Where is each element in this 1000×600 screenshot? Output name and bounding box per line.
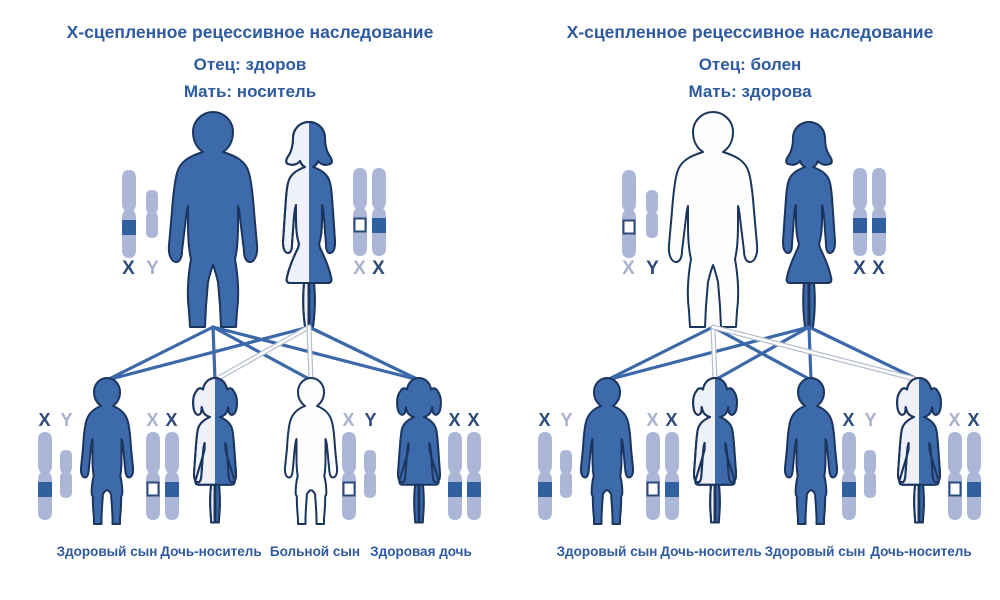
mother-status: Мать: здорова bbox=[688, 82, 812, 101]
child-label: Дочь-носитель bbox=[660, 544, 761, 559]
karyotype-letter: Y bbox=[646, 258, 660, 279]
inheritance-line bbox=[605, 325, 811, 382]
child-3-karyotype: X Y bbox=[342, 410, 377, 520]
inheritance-line-mutant bbox=[212, 324, 312, 383]
karyotype-letter: X bbox=[622, 258, 636, 279]
father-karyotype: X Y bbox=[122, 170, 160, 279]
mother-status: Мать: носитель bbox=[184, 82, 316, 101]
inheritance-line bbox=[105, 325, 215, 382]
karyotype-letter: X bbox=[467, 410, 480, 430]
karyotype-letter: X bbox=[853, 258, 867, 279]
inheritance-line-mutant bbox=[710, 324, 922, 383]
mother-figure bbox=[782, 121, 836, 328]
x-chromosome-normal-band bbox=[372, 218, 386, 233]
child-label: Дочь-носитель bbox=[160, 544, 261, 559]
x-chromosome-normal-band bbox=[665, 482, 679, 497]
child-2-figure bbox=[192, 377, 238, 524]
karyotype-letter: X bbox=[146, 410, 159, 430]
mother-karyotype: X X bbox=[853, 168, 886, 279]
father-karyotype: X Y bbox=[622, 170, 660, 279]
x-chromosome-mutant-band bbox=[646, 481, 660, 497]
child-1-figure bbox=[79, 377, 135, 525]
karyotype-letter: X bbox=[372, 258, 386, 279]
child-3-figure bbox=[283, 377, 339, 525]
x-chromosome-normal-band bbox=[842, 482, 856, 497]
father-figure bbox=[667, 111, 759, 328]
karyotype-letter: X bbox=[448, 410, 461, 430]
x-chromosome-normal-band bbox=[122, 220, 136, 235]
child-4-karyotype: X X bbox=[948, 410, 981, 520]
father-status: Отец: здоров bbox=[194, 55, 307, 74]
child-label: Больной сын bbox=[270, 544, 360, 559]
child-1-figure bbox=[579, 377, 635, 525]
karyotype-letter: Y bbox=[864, 410, 877, 430]
child-label: Здоровый сын bbox=[57, 544, 158, 559]
child-2-karyotype: X X bbox=[646, 410, 679, 520]
child-label: Здоровый сын bbox=[765, 544, 866, 559]
x-chromosome-mutant-band bbox=[353, 217, 367, 233]
x-chromosome-mutant-band bbox=[622, 219, 636, 235]
karyotype-letter: Y bbox=[60, 410, 73, 430]
karyotype-letter: X bbox=[665, 410, 678, 430]
karyotype-letter: X bbox=[165, 410, 178, 430]
karyotype-letter: X bbox=[342, 410, 355, 430]
child-label: Дочь-носитель bbox=[870, 544, 971, 559]
x-chromosome-normal-band bbox=[538, 482, 552, 497]
x-chromosome-mutant-band bbox=[342, 481, 356, 497]
x-chromosome-normal-band bbox=[165, 482, 179, 497]
panel-title: Х-сцепленное рецессивное наследование bbox=[567, 22, 934, 42]
karyotype-letter: X bbox=[948, 410, 961, 430]
panel-title: Х-сцепленное рецессивное наследование bbox=[67, 22, 434, 42]
child-4-figure bbox=[396, 377, 442, 524]
child-1-karyotype: X Y bbox=[38, 410, 73, 520]
father-status: Отец: болен bbox=[699, 55, 802, 74]
karyotype-letter: X bbox=[842, 410, 855, 430]
inheritance-line bbox=[605, 325, 715, 382]
child-4-karyotype: X X bbox=[448, 410, 481, 520]
panel-father-healthy-mother-carrier: Х-сцепленное рецессивное наследование От… bbox=[38, 22, 481, 559]
x-chromosome-normal-band bbox=[967, 482, 981, 497]
mother-figure bbox=[282, 121, 336, 328]
inheritance-line bbox=[105, 325, 311, 382]
x-chromosome-mutant-band bbox=[146, 481, 160, 497]
child-label: Здоровый сын bbox=[557, 544, 658, 559]
child-label: Здоровая дочь bbox=[370, 544, 472, 559]
karyotype-letter: Y bbox=[146, 258, 160, 279]
child-2-figure bbox=[692, 377, 738, 524]
inheritance-line-mutant bbox=[306, 324, 314, 383]
karyotype-letter: X bbox=[38, 410, 51, 430]
child-3-figure bbox=[783, 377, 839, 525]
x-chromosome-normal-band bbox=[38, 482, 52, 497]
karyotype-letter: Y bbox=[364, 410, 377, 430]
karyotype-letter: X bbox=[967, 410, 980, 430]
inheritance-line-mutant bbox=[710, 324, 718, 383]
father-figure bbox=[167, 111, 259, 328]
child-1-karyotype: X Y bbox=[538, 410, 573, 520]
karyotype-letter: X bbox=[646, 410, 659, 430]
child-2-karyotype: X X bbox=[146, 410, 179, 520]
mother-karyotype: X X bbox=[353, 168, 386, 279]
inheritance-line bbox=[807, 325, 921, 382]
inheritance-line bbox=[211, 325, 421, 382]
inheritance-lines bbox=[605, 324, 922, 383]
karyotype-letter: X bbox=[872, 258, 886, 279]
x-chromosome-normal-band bbox=[872, 218, 886, 233]
panel-father-affected-mother-healthy: Х-сцепленное рецессивное наследование От… bbox=[538, 22, 981, 559]
x-chromosome-normal-band bbox=[853, 218, 867, 233]
x-chromosome-mutant-band bbox=[948, 481, 962, 497]
child-4-figure bbox=[896, 377, 942, 524]
inheritance-line bbox=[307, 325, 421, 382]
inheritance-lines bbox=[105, 324, 421, 383]
child-3-karyotype: X Y bbox=[842, 410, 877, 520]
inheritance-line bbox=[713, 325, 811, 382]
x-chromosome-normal-band bbox=[467, 482, 481, 497]
karyotype-letter: X bbox=[353, 258, 367, 279]
karyotype-letter: Y bbox=[560, 410, 573, 430]
karyotype-letter: X bbox=[538, 410, 551, 430]
x-chromosome-normal-band bbox=[448, 482, 462, 497]
karyotype-letter: X bbox=[122, 258, 136, 279]
